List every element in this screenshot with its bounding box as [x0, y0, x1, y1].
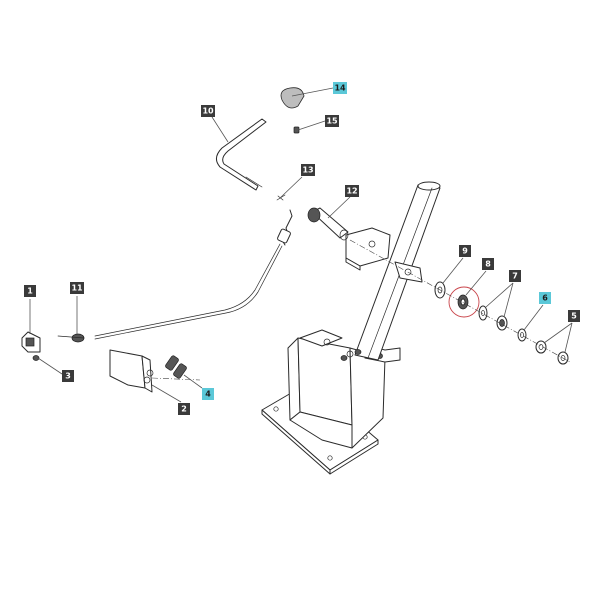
label-11[interactable]: 11 [70, 282, 84, 294]
svg-text:4: 4 [205, 390, 211, 399]
label-4[interactable]: 4 [202, 388, 214, 400]
washer-stack [434, 281, 569, 365]
svg-text:3: 3 [65, 372, 71, 381]
svg-text:10: 10 [202, 107, 214, 116]
svg-text:11: 11 [71, 284, 83, 293]
svg-text:6: 6 [542, 294, 548, 303]
leader-lines [29, 87, 573, 403]
svg-text:14: 14 [334, 84, 346, 93]
column-bracket [345, 227, 423, 283]
label-14[interactable]: 14 [333, 82, 347, 94]
svg-text:5: 5 [571, 312, 577, 321]
label-8[interactable]: 8 [482, 258, 494, 270]
lever-rod [216, 118, 267, 191]
knob [280, 87, 305, 109]
label-5[interactable]: 5 [568, 310, 580, 322]
label-9[interactable]: 9 [459, 245, 471, 257]
label-1[interactable]: 1 [24, 285, 36, 297]
yoke-bolts [340, 349, 362, 361]
axis-centerline-right [349, 239, 571, 363]
label-12[interactable]: 12 [345, 185, 359, 197]
label-2[interactable]: 2 [178, 403, 190, 415]
label-3[interactable]: 3 [62, 370, 74, 382]
svg-text:12: 12 [346, 187, 357, 196]
svg-text:8: 8 [485, 260, 491, 269]
pin-part-12 [307, 207, 349, 241]
label-10[interactable]: 10 [201, 105, 215, 117]
cable-bracket-2 [109, 349, 201, 393]
label-15[interactable]: 15 [325, 115, 339, 127]
cable [57, 209, 293, 343]
svg-text:2: 2 [181, 405, 187, 414]
label-6[interactable]: 6 [539, 292, 551, 304]
callout-labels: 14 15 10 13 12 11 1 3 [24, 82, 580, 415]
cable-end-1 [21, 331, 41, 361]
parts-drawing [21, 87, 571, 475]
svg-text:13: 13 [302, 166, 313, 175]
label-13[interactable]: 13 [301, 164, 315, 176]
svg-text:15: 15 [326, 117, 338, 126]
svg-text:1: 1 [27, 287, 33, 296]
svg-text:7: 7 [512, 272, 518, 281]
label-7[interactable]: 7 [509, 270, 521, 282]
svg-text:9: 9 [462, 247, 468, 256]
